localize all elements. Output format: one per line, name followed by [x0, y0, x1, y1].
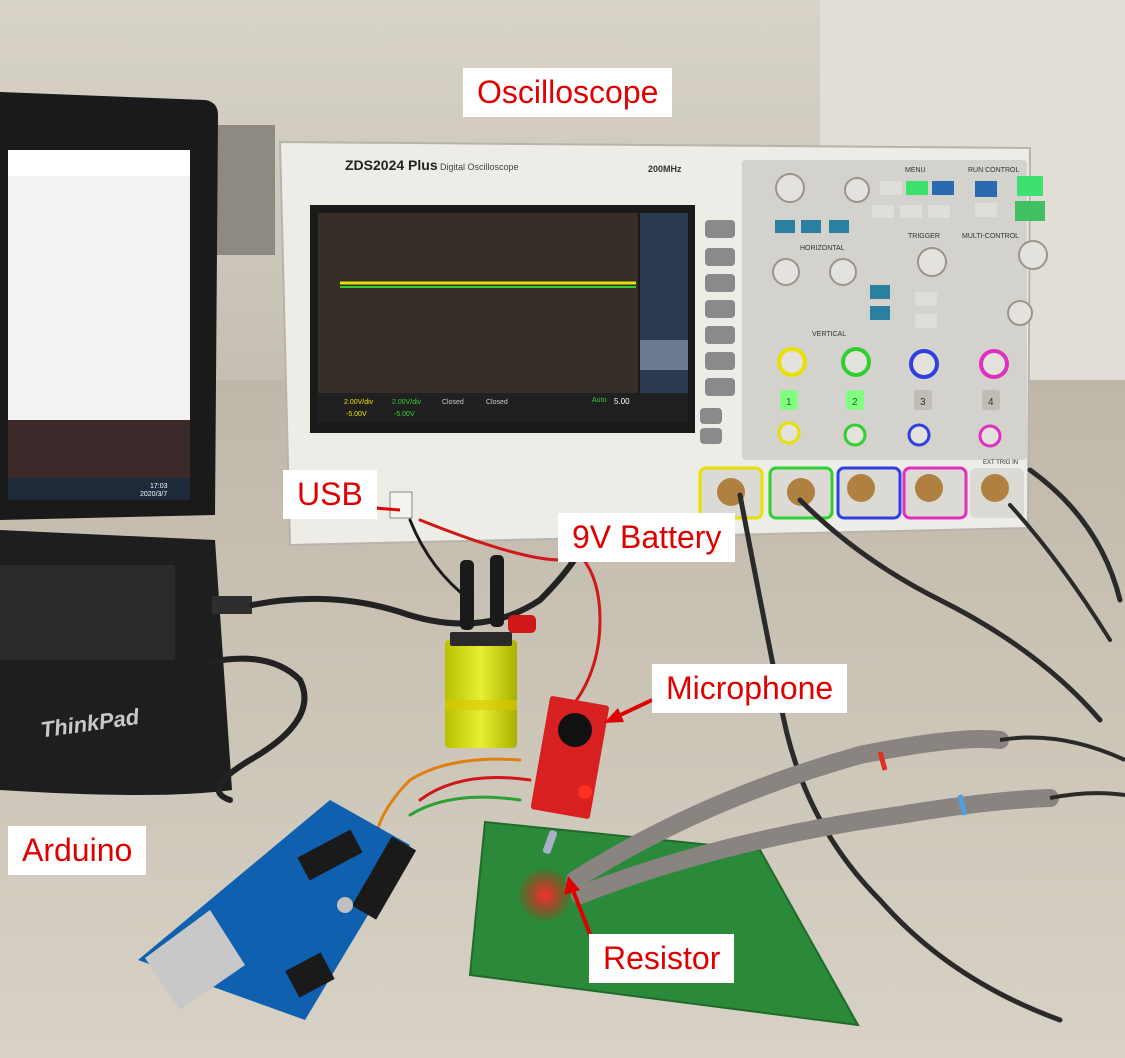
osc-ext-trig-label: EXT TRIG IN — [983, 460, 1018, 466]
osc-buttons — [775, 176, 1045, 328]
osc-brand: ZDS2024 Plus — [345, 157, 438, 173]
osc-usb-port — [389, 491, 413, 519]
label-9v-battery: 9V Battery — [558, 513, 736, 562]
osc-channel-2-controls: 2 — [841, 347, 871, 447]
label-microphone: Microphone — [652, 664, 848, 713]
resistor — [542, 830, 558, 854]
osc-ch4-num: 4 — [988, 397, 994, 408]
osc-subtitle: Digital Oscilloscope — [440, 162, 519, 172]
osc-channel-3-controls: 3 — [907, 349, 939, 447]
laptop-clock: 17:03 — [150, 483, 168, 490]
chair-back — [215, 125, 275, 255]
label-oscilloscope: Oscilloscope — [463, 68, 673, 117]
arduino-board — [138, 800, 417, 1020]
osc-multi-control-header: MULTI-CONTROL — [962, 233, 1019, 240]
oscilloscope: ZDS2024 Plus Digital Oscilloscope 200MHz… — [278, 140, 1048, 547]
laptop: 17:03 2020/3/7 ThinkPad — [0, 92, 252, 795]
osc-menu-header: MENU — [905, 167, 926, 174]
osc-bandwidth: 200MHz — [648, 164, 682, 174]
usb-port-left — [212, 596, 252, 614]
perfboard — [468, 820, 860, 1027]
osc-ch3-state: Closed — [442, 399, 464, 406]
osc-ch1-scale: 2.00V/div — [344, 399, 374, 406]
osc-ch1-offset: -5.00V — [346, 411, 367, 418]
microphone-module — [530, 696, 609, 819]
osc-timebase: 5.00 — [614, 397, 630, 406]
osc-ch2-offset: -5.00V — [394, 411, 415, 418]
osc-ch4-state: Closed — [486, 399, 508, 406]
laptop-taskbar — [8, 478, 190, 500]
osc-mode: Auto — [592, 397, 607, 404]
cables — [207, 467, 1123, 1023]
osc-trigger-header: TRIGGER — [908, 233, 940, 240]
alligator-clips — [460, 555, 536, 633]
microphone-capsule — [558, 713, 592, 747]
battery-9v — [445, 632, 517, 748]
osc-run-control-header: RUN CONTROL — [968, 167, 1019, 174]
osc-soft-keys — [700, 220, 735, 444]
osc-knobs — [772, 173, 1048, 326]
led-glow — [517, 867, 573, 923]
osc-channel-4-controls: 4 — [978, 349, 1009, 448]
osc-ch1-num: 1 — [786, 397, 792, 408]
osc-ch2-scale: 2.00V/div — [392, 399, 422, 406]
label-arduino: Arduino — [8, 826, 147, 875]
laptop-date: 2020/3/7 — [140, 491, 167, 498]
label-resistor: Resistor — [589, 934, 735, 983]
label-usb: USB — [283, 470, 377, 519]
osc-ch3-num: 3 — [920, 397, 926, 408]
osc-horizontal-header: HORIZONTAL — [800, 245, 845, 252]
osc-vertical-header: VERTICAL — [812, 331, 846, 338]
osc-channel-1-controls: 1 — [777, 347, 807, 445]
oscilloscope-probes — [566, 730, 1125, 904]
osc-status-bar — [318, 393, 688, 423]
osc-ch2-num: 2 — [852, 397, 858, 408]
annotation-arrows — [374, 506, 653, 935]
osc-bnc-inputs — [698, 466, 1024, 520]
